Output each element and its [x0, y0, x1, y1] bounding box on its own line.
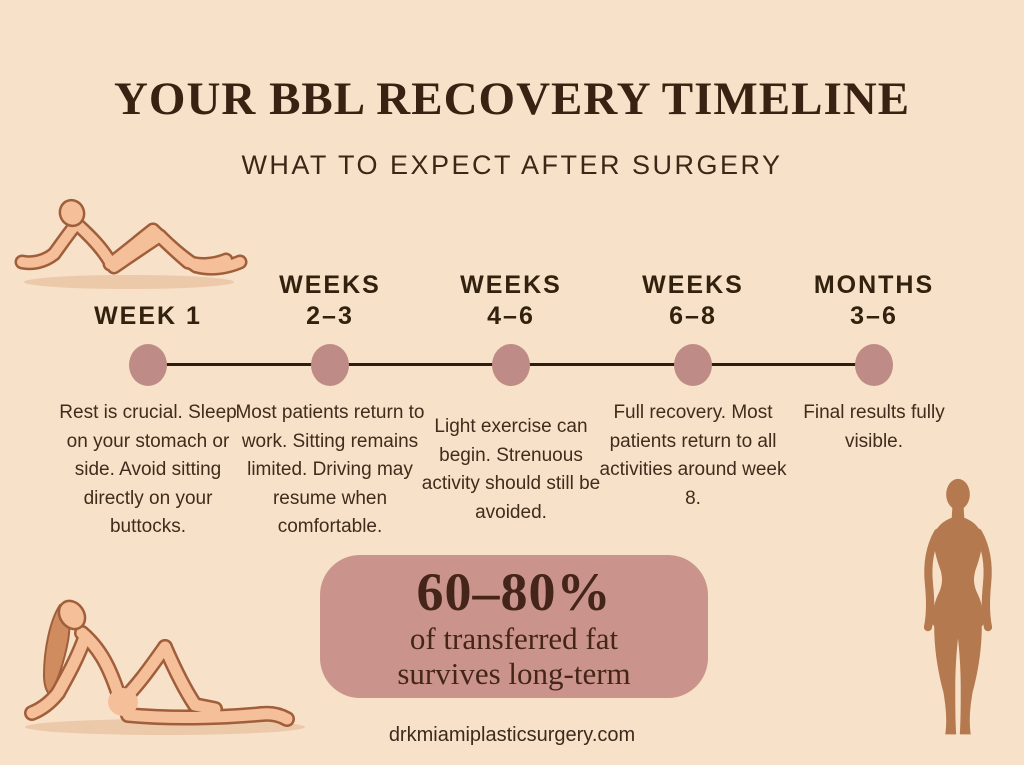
milestone-description-weeks-6-8: Full recovery. Most patients return to a…: [599, 402, 787, 509]
milestone-label-line: MONTHS: [813, 270, 935, 299]
milestone-label-line: 3–6: [850, 301, 898, 330]
stat-line-2: survives long-term: [397, 656, 631, 692]
page-title: YOUR BBL RECOVERY TIMELINE: [113, 73, 911, 125]
timeline-dot: [674, 344, 712, 386]
milestone-description-weeks-4-6: Light exercise can begin. Strenuous acti…: [421, 416, 601, 523]
milestone-description-weeks-2-3: Most patients return to work. Sitting re…: [235, 402, 425, 537]
timeline-dot: [129, 344, 167, 386]
milestone-description-months-3-6: Final results fully visible.: [803, 402, 945, 452]
stat-headline: 60–80%: [416, 562, 612, 622]
milestone-label-line: WEEK 1: [94, 301, 202, 330]
sitting-figure-illustration: [24, 599, 305, 735]
stat-line-1: of transferred fat: [409, 621, 619, 657]
milestone-label-line: WEEKS: [460, 270, 562, 299]
milestone-description-week1: Rest is crucial. Sleep on your stomach o…: [59, 402, 237, 537]
milestone-label-line: WEEKS: [642, 270, 744, 299]
reclining-figure-illustration: [14, 198, 248, 289]
website-text: drkmiamiplasticsurgery.com: [388, 724, 636, 746]
milestone-label-line: WEEKS: [279, 270, 381, 299]
timeline-dot: [492, 344, 530, 386]
milestone-label-line: 4–6: [487, 301, 535, 330]
milestone-label-week1: WEEK 1: [53, 262, 243, 332]
milestone-label-line: 2–3: [306, 301, 354, 330]
standing-silhouette-illustration: [923, 478, 993, 735]
timeline-dot: [311, 344, 349, 386]
milestone-label-line: 6–8: [669, 301, 717, 330]
page-subtitle: WHAT TO EXPECT AFTER SURGERY: [241, 150, 783, 180]
timeline-dot: [855, 344, 893, 386]
fat-survival-stat-box: 60–80% of transferred fat survives long-…: [320, 555, 708, 698]
